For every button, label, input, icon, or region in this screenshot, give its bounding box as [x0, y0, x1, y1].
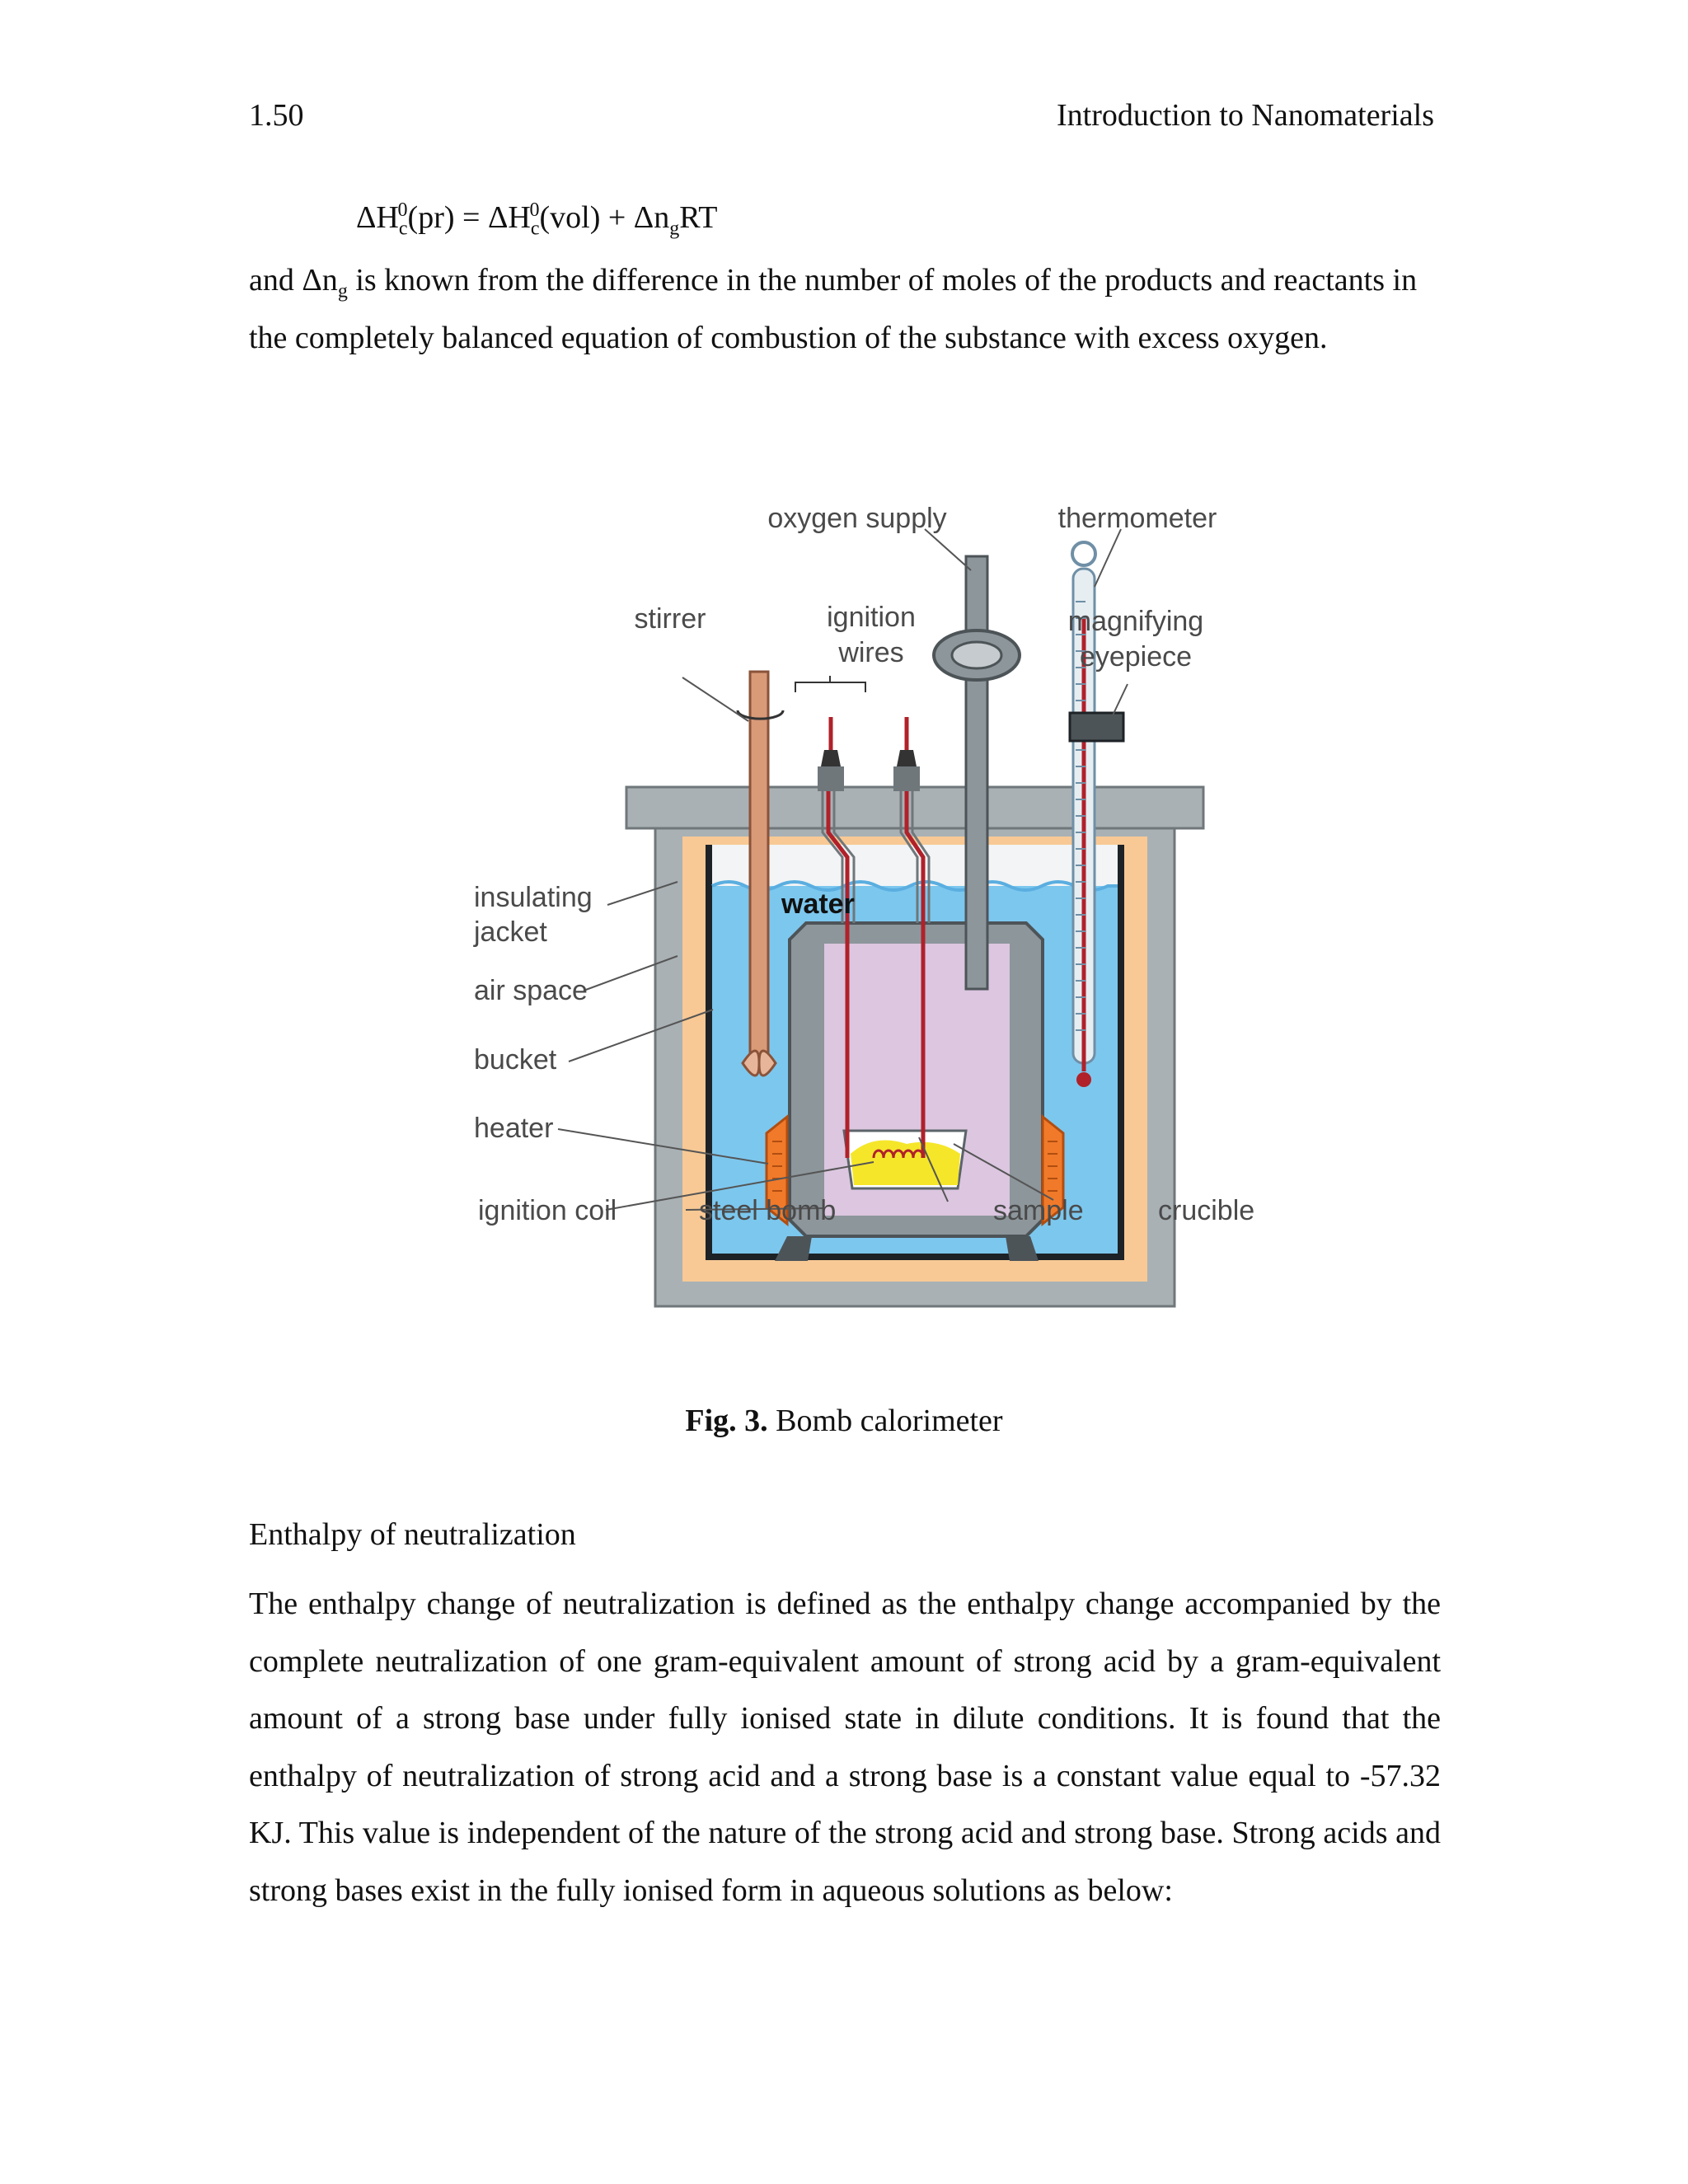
stirrer-shaft	[748, 670, 770, 1061]
label-magnifying-eyepiece-2: eyepiece	[1080, 641, 1192, 673]
eq-lhs-sup: 0	[397, 199, 408, 222]
label-sample: sample	[993, 1195, 1084, 1226]
label-bucket: bucket	[474, 1044, 557, 1076]
paragraph-neutralization: The enthalpy change of neutralization is…	[249, 1586, 1441, 1908]
wire-connector-right	[897, 750, 917, 766]
stirrer-blades	[741, 1049, 777, 1077]
label-crucible: crucible	[1158, 1195, 1254, 1226]
wire-sheaths	[821, 791, 931, 923]
thermometer-scale	[1076, 601, 1085, 1031]
label-water: water	[781, 888, 855, 920]
paragraph-delta-ng: and Δng is known from the difference in …	[249, 252, 1441, 367]
eq-ng-sub: g	[669, 218, 680, 240]
figure-caption-number: Fig. 3.	[685, 1404, 768, 1438]
bomb-foot-left	[775, 1236, 812, 1261]
bomb-foot-right	[1006, 1236, 1039, 1261]
leader-lines	[557, 528, 1128, 1211]
ignition-wires	[826, 717, 926, 1158]
label-magnifying-eyepiece-1: magnifying	[1068, 606, 1203, 637]
eq-rhs-arg: (vol) + Δn	[539, 200, 670, 235]
heater-left	[765, 1113, 789, 1227]
wire-connector-left	[821, 750, 841, 766]
para1-sub: g	[337, 280, 348, 302]
water-headspace	[712, 845, 1118, 886]
eq-lhs-sub: c	[398, 218, 408, 240]
label-heater: heater	[474, 1113, 553, 1144]
eq-rhs-sub: c	[530, 218, 540, 240]
label-stirrer: stirrer	[635, 603, 706, 635]
eq-rhs-sup: 0	[529, 199, 540, 222]
figure-caption-text: Bomb calorimeter	[767, 1404, 1003, 1438]
enthalpy-equation: ΔHc0(pr) = ΔHc0(vol) + ΔngRT	[356, 199, 718, 241]
label-steel-bomb: steel bomb	[699, 1195, 836, 1226]
thermometer-ring	[1071, 541, 1097, 567]
wires-bracket	[795, 676, 866, 692]
calorimeter-lid	[625, 785, 1205, 830]
oxygen-valve-hub	[950, 640, 1003, 670]
label-ignition-coil: ignition coil	[478, 1195, 617, 1226]
label-oxygen-supply: oxygen supply	[767, 503, 946, 534]
water-surface	[711, 880, 1118, 892]
eq-lhs-arg: (pr) = ΔH	[407, 200, 531, 235]
bomb-calorimeter-diagram: oxygen supply thermometer stirrer igniti…	[473, 503, 1254, 1308]
wire-terminal-right	[893, 766, 920, 791]
page-number: 1.50	[249, 98, 304, 133]
wire-terminal-left	[818, 766, 844, 791]
label-insulating-jacket-2: jacket	[473, 916, 547, 948]
figure-caption: Fig. 3. Bomb calorimeter	[0, 1403, 1688, 1439]
para1-part2: is known from the difference in the numb…	[249, 263, 1418, 355]
label-thermometer: thermometer	[1058, 503, 1217, 534]
stirrer-rotation-arrow	[736, 710, 785, 720]
heater-coils	[772, 1141, 1057, 1192]
running-header: Introduction to Nanomaterials	[1057, 98, 1434, 133]
para1-part1: and Δn	[249, 263, 338, 298]
bomb-calorimeter-figure: oxygen supply thermometer stirrer igniti…	[462, 494, 1286, 1401]
magnifying-eyepiece	[1068, 711, 1125, 743]
oxygen-pipe	[964, 555, 989, 991]
label-ignition-wires-1: ignition	[827, 602, 916, 633]
label-insulating-jacket-1: insulating	[474, 882, 593, 913]
section-heading: Enthalpy of neutralization	[249, 1517, 576, 1552]
thermometer-bulb	[1076, 1072, 1091, 1087]
label-ignition-wires-2: wires	[837, 637, 903, 668]
ignition-coil	[872, 1149, 925, 1159]
label-air-space: air space	[474, 975, 588, 1006]
eq-lhs-prefix: ΔH	[356, 200, 399, 235]
eq-rhs-tail: RT	[679, 200, 718, 235]
